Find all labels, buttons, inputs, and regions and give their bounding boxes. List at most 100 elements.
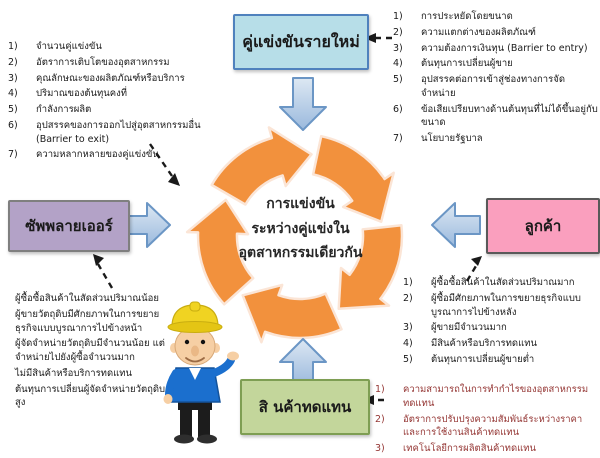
list-item-text: การประหยัดโดยขนาด bbox=[421, 11, 513, 22]
list-item: 5) กำลังการผลิต bbox=[8, 103, 236, 117]
list-item-text: ผู้ซื้อซื้อสินค้าในสัดส่วนปริมาณมาก bbox=[431, 277, 575, 288]
list-item-number: 7) bbox=[8, 149, 18, 161]
center-caption-line: การแข่งขัน bbox=[266, 196, 335, 212]
list-item-number: 2) bbox=[375, 413, 385, 425]
center-caption-line: อุตสาหกรรมเดียวกัน bbox=[238, 245, 363, 261]
new-entrants-label: คู่แข่งขันรายใหม่ bbox=[242, 31, 360, 51]
list-item-number: 4) bbox=[403, 338, 413, 350]
list-item: 7) ความหลากหลายของคู่แข่งขัน bbox=[8, 148, 236, 162]
list-item-text: ต้นทุนการเปลี่ยนผู้จัดจำหน่ายวัตถุดิบสูง bbox=[15, 383, 166, 409]
list-item-number: 3) bbox=[8, 72, 18, 84]
list-item: 3) ผู้ขายมีจำนวนมาก bbox=[403, 321, 600, 335]
worker-mascot-figure bbox=[163, 301, 239, 444]
list-item-text: อัตราการเติบโตของอุตสาหกรรม bbox=[36, 56, 170, 68]
list-item: 6) อุปสรรคของการออกไปสู่อุตสาหกรรมอื่น (B… bbox=[8, 119, 236, 147]
list-item-text: ผู้จัดจำหน่ายวัตถุดิบมีจำนวนน้อย แต่จำหน… bbox=[15, 338, 165, 364]
list-item: 1) ความสามารถในการทำกำไรของอุตสาหกรรมทดแท… bbox=[375, 383, 597, 411]
list-item: 2) อัตราการเติบโตของอุตสาหกรรม bbox=[8, 56, 236, 70]
cycle-arrow-segment bbox=[241, 283, 343, 344]
list-item: 2) ความแตกต่างของผลิตภัณฑ์ bbox=[393, 26, 598, 40]
arrow-down-from-new-entrants bbox=[279, 77, 327, 131]
list-item-number: 5) bbox=[393, 74, 403, 86]
center-caption-line: ระหว่างคู่แข่งใน bbox=[251, 220, 350, 237]
list-item-number: 7) bbox=[393, 133, 403, 145]
list-item: 3) เทคโนโลยีการผลิตสินค้าทดแทน bbox=[375, 442, 597, 456]
substitutes-label: สิ นค้าทดแทน bbox=[258, 398, 352, 416]
list-item-number: 1) bbox=[375, 384, 385, 395]
customers-label: ลูกค้า bbox=[524, 217, 562, 235]
list-item-text: ต้นทุนการเปลี่ยนผู้ขายต่ำ bbox=[431, 353, 535, 365]
list-item: 6) ข้อเสียเปรียบทางด้านต้นทุนที่ไม่ได้ขึ้… bbox=[393, 103, 598, 131]
list-item: 7) นโยบายรัฐบาล bbox=[393, 132, 598, 146]
list-item-text: ความหลากหลายของคู่แข่งขัน bbox=[36, 149, 159, 161]
center-caption: การแข่งขัน ระหว่างคู่แข่งใน อุตสาหกรรมเด… bbox=[213, 192, 388, 266]
list-item-number: 5) bbox=[8, 104, 18, 116]
list-item: ไม่มีสินค้าหรือบริการทดแทน bbox=[15, 367, 173, 381]
list-item-number: 4) bbox=[8, 88, 18, 100]
list-item-text: นโยบายรัฐบาล bbox=[421, 133, 483, 145]
list-item: 2) อัตราการปรับปรุงความสัมพันธ์ระหว่างราค… bbox=[375, 413, 597, 441]
list-item-number: 3) bbox=[375, 443, 385, 455]
list-item-text: เทคโนโลยีการผลิตสินค้าทดแทน bbox=[403, 443, 536, 455]
list-item: 1) จำนวนคู่แข่งขัน bbox=[8, 40, 236, 54]
list-item-text: ผู้ขายมีจำนวนมาก bbox=[431, 322, 507, 334]
list-item-text: ความสามารถในการทำกำไรของอุตสาหกรรมทดแทน bbox=[403, 384, 589, 409]
list-item: 4) ต้นทุนการเปลี่ยนผู้ขาย bbox=[393, 57, 598, 71]
arrow-right-from-suppliers bbox=[124, 202, 171, 248]
list-item-text: ความแตกต่างของผลิตภัณฑ์ bbox=[421, 26, 536, 38]
list-item: 1) ผู้ซื้อซื้อสินค้าในสัดส่วนปริมาณมาก bbox=[403, 276, 600, 290]
list-item-text: ปริมาณของต้นทุนคงที่ bbox=[36, 88, 128, 100]
suppliers-label: ซัพพลายเออร์ bbox=[25, 217, 113, 235]
list-item-text: ไม่มีสินค้าหรือบริการทดแทน bbox=[15, 367, 132, 379]
dashed-arrow-supplier-list-to-box bbox=[93, 254, 114, 289]
entry-factors-list: 1) การประหยัดโดยขนาด 2) ความแตกต่างของผลิตภ… bbox=[393, 10, 598, 148]
list-item-number: 2) bbox=[393, 26, 403, 38]
list-item-text: ความต้องการเงินทุน (Barrier to entry) bbox=[421, 42, 588, 54]
list-item: 4) ปริมาณของต้นทุนคงที่ bbox=[8, 87, 236, 101]
list-item-number: 6) bbox=[8, 119, 18, 131]
list-item-text: ผู้ซื้อมีศักยภาพในการขยายธุรกิจแบบบูรณาก… bbox=[431, 292, 581, 318]
list-item: ผู้ขายวัตถุดิบมีศักยภาพในการขยายธุรกิจแบ… bbox=[15, 308, 173, 336]
list-item: 3) ความต้องการเงินทุน (Barrier to entry) bbox=[393, 42, 598, 56]
list-item-text: ต้นทุนการเปลี่ยนผู้ขาย bbox=[421, 58, 513, 70]
list-item: 5) อุปสรรคต่อการเข้าสู่ช่องทางการจัดจำหน่… bbox=[393, 73, 598, 101]
suppliers-box: ซัพพลายเออร์ bbox=[8, 200, 130, 252]
list-item: 2) ผู้ซื้อมีศักยภาพในการขยายธุรกิจแบบบูรณ… bbox=[403, 292, 600, 320]
substitute-factors-list: 1) ความสามารถในการทำกำไรของอุตสาหกรรมทดแท… bbox=[375, 383, 597, 458]
list-item: 5) ต้นทุนการเปลี่ยนผู้ขายต่ำ bbox=[403, 353, 600, 367]
arrow-left-from-customers bbox=[431, 202, 481, 248]
list-item: ผู้ซื้อซื้อสินค้าในสัดส่วนปริมาณน้อย bbox=[15, 292, 173, 306]
list-item-number: 6) bbox=[393, 103, 403, 115]
list-item-number: 2) bbox=[8, 56, 18, 68]
list-item-text: ข้อเสียเปรียบทางด้านต้นทุนที่ไม่ได้ขึ้นอ… bbox=[421, 103, 598, 129]
list-item-number: 3) bbox=[393, 42, 403, 54]
list-item-number: 4) bbox=[393, 58, 403, 70]
list-item-text: ผู้ขายวัตถุดิบมีศักยภาพในการขยายธุรกิจแบ… bbox=[15, 308, 160, 334]
list-item-text: อุปสรรคต่อการเข้าสู่ช่องทางการจัดจำหน่าย bbox=[421, 74, 565, 99]
list-item-number: 1) bbox=[8, 41, 18, 52]
list-item-number: 3) bbox=[403, 322, 413, 334]
list-item-number: 5) bbox=[403, 353, 413, 365]
list-item: 3) คุณลักษณะของผลิตภัณฑ์หรือบริการ bbox=[8, 72, 236, 86]
worker-mascot bbox=[163, 301, 239, 444]
list-item-text: กำลังการผลิต bbox=[36, 104, 92, 116]
rivalry-factors-list: 1) จำนวนคู่แข่งขัน 2) อัตราการเติบโตของอุตส… bbox=[8, 40, 236, 164]
new-entrants-box: คู่แข่งขันรายใหม่ bbox=[233, 14, 369, 70]
list-item: ต้นทุนการเปลี่ยนผู้จัดจำหน่ายวัตถุดิบสูง bbox=[15, 383, 173, 411]
list-item-number: 1) bbox=[403, 277, 413, 288]
list-item-text: จำนวนคู่แข่งขัน bbox=[36, 41, 102, 52]
supplier-factors-list: ผู้ซื้อซื้อสินค้าในสัดส่วนปริมาณน้อยผู้ข… bbox=[15, 292, 173, 412]
list-item-text: อัตราการปรับปรุงความสัมพันธ์ระหว่างราคาแ… bbox=[403, 413, 583, 439]
list-item: ผู้จัดจำหน่ายวัตถุดิบมีจำนวนน้อย แต่จำหน… bbox=[15, 337, 173, 365]
list-item: 4) มีสินค้าหรือบริการทดแทน bbox=[403, 337, 600, 351]
list-item-text: อุปสรรคของการออกไปสู่อุตสาหกรรมอื่น (Bar… bbox=[36, 119, 201, 145]
list-item-text: มีสินค้าหรือบริการทดแทน bbox=[431, 338, 537, 350]
substitutes-box: สิ นค้าทดแทน bbox=[240, 379, 370, 435]
customer-factors-list: 1) ผู้ซื้อซื้อสินค้าในสัดส่วนปริมาณมาก 2) ผ… bbox=[403, 276, 600, 369]
list-item-text: ผู้ซื้อซื้อสินค้าในสัดส่วนปริมาณน้อย bbox=[15, 293, 159, 304]
customers-box: ลูกค้า bbox=[486, 198, 600, 254]
list-item: 1) การประหยัดโดยขนาด bbox=[393, 10, 598, 24]
list-item-number: 2) bbox=[403, 292, 413, 304]
list-item-text: คุณลักษณะของผลิตภัณฑ์หรือบริการ bbox=[36, 72, 185, 84]
list-item-number: 1) bbox=[393, 11, 403, 22]
